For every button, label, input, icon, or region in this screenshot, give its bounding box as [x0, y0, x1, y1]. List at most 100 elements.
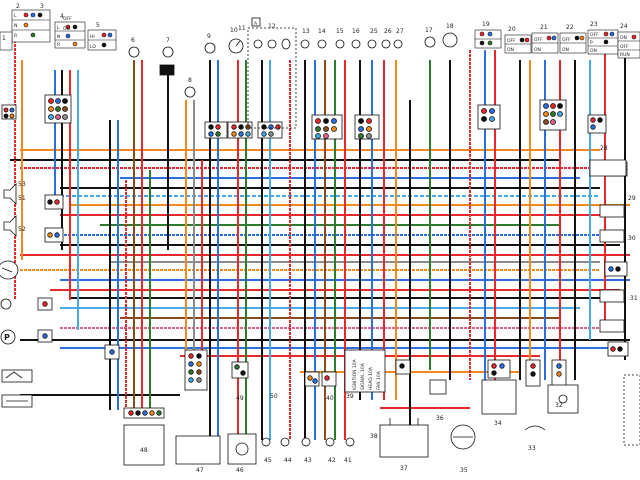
pin — [358, 126, 364, 132]
pin — [261, 124, 267, 130]
speaker-icon — [3, 183, 17, 205]
pin — [188, 353, 194, 359]
pin — [550, 119, 556, 125]
label-40: 40 — [326, 395, 334, 402]
bulb-icon — [393, 39, 403, 49]
fuse-label-2: SIGNAL 10A — [360, 362, 366, 390]
bulb-icon — [317, 39, 327, 49]
bulb-icon — [367, 39, 377, 49]
pin — [188, 369, 194, 375]
svg-text:ON: ON — [534, 47, 541, 53]
pin — [231, 124, 237, 130]
pin — [9, 107, 15, 113]
pin — [489, 116, 495, 122]
connector-bottom-6 — [487, 359, 511, 379]
connector-right-9 — [599, 289, 625, 303]
label-47: 47 — [196, 467, 204, 474]
label-a: A — [254, 21, 258, 27]
pin — [55, 98, 61, 104]
pin — [366, 118, 372, 124]
bulb-icon — [267, 39, 277, 49]
pin — [617, 346, 623, 352]
top-switch-tables — [0, 9, 640, 59]
label-25: 25 — [370, 28, 378, 35]
bottom-components — [123, 349, 640, 466]
letter-labels: A P — [4, 21, 258, 342]
svg-text:OFF: OFF — [620, 44, 629, 50]
pin — [597, 117, 603, 123]
pin — [556, 371, 562, 377]
pin — [608, 266, 614, 272]
pin — [550, 111, 556, 117]
sensor-box — [429, 379, 447, 395]
label-23: 23 — [590, 21, 598, 28]
pin — [307, 375, 313, 381]
pin — [245, 131, 251, 137]
pin — [366, 133, 372, 139]
pin — [358, 118, 364, 124]
pin — [543, 103, 549, 109]
pin — [556, 363, 562, 369]
pin — [499, 363, 505, 369]
pin — [188, 377, 194, 383]
fuse-label-3: HEAD 10A — [368, 366, 374, 390]
pin — [62, 106, 68, 112]
svg-text:ON: ON — [507, 47, 514, 53]
pin — [543, 111, 549, 117]
pin — [261, 131, 267, 137]
pin — [399, 363, 405, 369]
battery — [379, 424, 429, 458]
pin — [331, 118, 337, 124]
label-4: 4 — [60, 13, 64, 20]
pin — [530, 363, 536, 369]
bulb-icon — [424, 36, 436, 48]
p-indicator-icon — [0, 329, 16, 345]
pin — [3, 107, 9, 113]
pin — [324, 375, 330, 381]
label-45: 45 — [264, 457, 272, 464]
label-42: 42 — [328, 457, 336, 464]
regulator-box — [159, 64, 175, 76]
pin — [557, 111, 563, 117]
pin — [590, 117, 596, 123]
pin — [208, 124, 214, 130]
pin — [315, 126, 321, 132]
pin — [543, 119, 549, 125]
svg-text:P: P — [590, 40, 593, 46]
pin — [550, 103, 556, 109]
bulb-icon — [128, 46, 140, 58]
pin — [48, 114, 54, 120]
fuse-labels: IGNITION 10A SIGNAL 10A HEAD 10A FAN 10A — [352, 358, 382, 390]
svg-text:L: L — [57, 25, 60, 31]
pin — [109, 349, 115, 355]
pin — [208, 131, 214, 137]
label-21: 21 — [540, 24, 548, 31]
relay-box — [589, 159, 627, 177]
pin — [215, 124, 221, 130]
pin — [62, 114, 68, 120]
pin — [55, 106, 61, 112]
label-9: 9 — [207, 33, 211, 40]
pin — [48, 106, 54, 112]
label-50: 50 — [270, 393, 278, 400]
label-39: 39 — [346, 393, 354, 400]
pin — [610, 346, 616, 352]
label-27: 27 — [396, 28, 404, 35]
horn-icon — [442, 32, 458, 48]
label-15: 15 — [336, 28, 344, 35]
pin — [231, 131, 237, 137]
label-16: 16 — [352, 28, 360, 35]
label-33: 33 — [528, 445, 536, 452]
label-11: 11 — [238, 25, 246, 32]
bulb-icon — [204, 42, 216, 54]
pin — [530, 371, 536, 377]
pin — [481, 116, 487, 122]
pin — [196, 361, 202, 367]
label-51: 51 — [18, 195, 26, 202]
pin — [196, 369, 202, 375]
label-32: 32 — [555, 402, 563, 409]
svg-text:ON: ON — [562, 47, 569, 53]
pin — [47, 232, 53, 238]
svg-text:RUN: RUN — [620, 52, 630, 58]
pin — [238, 124, 244, 130]
